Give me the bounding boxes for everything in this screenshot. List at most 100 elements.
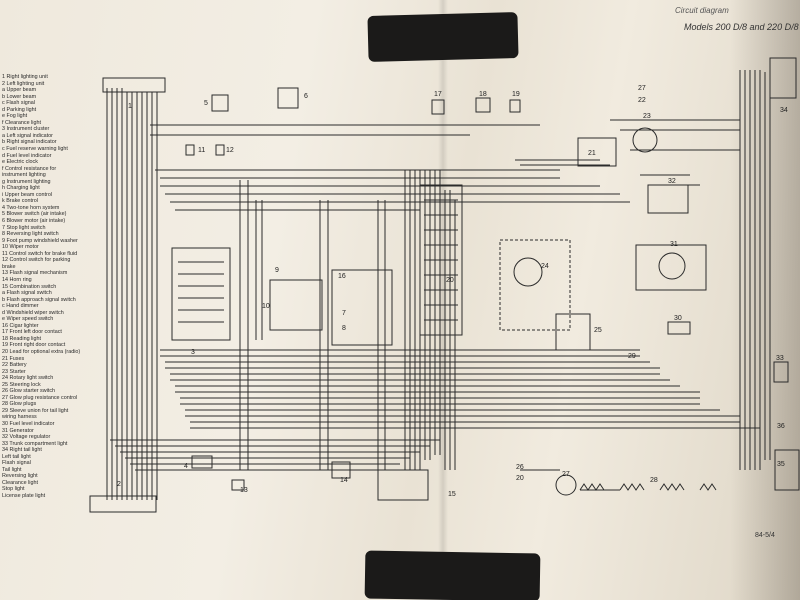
label-c34: 34 xyxy=(780,107,788,114)
label-c30: 30 xyxy=(674,315,682,322)
top-right-leads xyxy=(610,119,740,186)
legend-entry: 22 Battery xyxy=(2,362,27,369)
label-c28: 28 xyxy=(650,477,658,484)
label-c5: 5 xyxy=(204,100,208,107)
label-c6: 6 xyxy=(304,93,308,100)
legend-entry: 25 Steering lock xyxy=(2,381,41,388)
combination-switch-box xyxy=(377,469,429,501)
label-c12: 12 xyxy=(226,147,234,154)
legend-entry: b Flash approach signal switch xyxy=(2,296,76,303)
lower-trunk xyxy=(160,349,760,429)
legend-entry: 11 Control switch for brake fluid xyxy=(2,250,78,257)
glow-leads xyxy=(520,469,620,491)
legend-entry: 30 Fuel level indicator xyxy=(2,420,55,427)
drawing-code: 84-5/4 xyxy=(755,532,775,539)
models-caption: Models 200 D/8 and 220 D/8 xyxy=(684,22,799,32)
label-c25: 25 xyxy=(594,327,602,334)
legend-entry: 5 Blower switch (air intake) xyxy=(2,211,67,218)
legend-entry: e Fog light xyxy=(2,113,28,120)
legend-entry: 33 Trunk compartment light xyxy=(2,440,68,447)
legend-entry: 29 Sleeve union for tail light xyxy=(2,407,69,414)
label-c23: 23 xyxy=(643,113,651,120)
label-c9: 9 xyxy=(275,267,279,274)
instrument-cluster-box xyxy=(171,247,231,341)
label-c8: 8 xyxy=(342,325,346,332)
label-c27-lower: 27 xyxy=(562,471,570,478)
rotary-switch-circle xyxy=(513,257,543,287)
fuel-level-indicator xyxy=(667,321,691,335)
parking-brake-switch xyxy=(215,144,225,156)
label-c32: 32 xyxy=(668,178,676,185)
legend-entry: Stop light xyxy=(2,486,25,493)
bottom-switch-a xyxy=(331,461,351,479)
generator-box xyxy=(635,244,707,291)
label-c22: 22 xyxy=(638,97,646,104)
paper-fold-crease xyxy=(438,0,448,600)
legend-entry: b Lower beam xyxy=(2,93,37,100)
legend-entry: e Wiper speed switch xyxy=(2,316,54,323)
wiper-motor-box xyxy=(269,279,323,331)
mid-verticals xyxy=(239,180,386,470)
legend-entry: 14 Horn ring xyxy=(2,276,32,283)
diagram-title: Circuit diagram xyxy=(675,6,729,15)
label-c4: 4 xyxy=(184,463,188,470)
legend-entry: 17 Front left door contact xyxy=(2,329,62,336)
label-c16: 16 xyxy=(338,273,346,280)
legend-entry: 20 Lead for optional extra (radio) xyxy=(2,348,81,355)
label-c33: 33 xyxy=(776,355,784,362)
fuse-leads xyxy=(515,159,610,166)
generator-circle xyxy=(658,252,686,280)
legend-entry: License plate light xyxy=(2,493,46,499)
legend-entry: wiring harness xyxy=(2,414,37,421)
legend-entry: 26 Glow starter switch xyxy=(2,388,56,395)
legend-entry: 32 Voltage regulator xyxy=(2,434,51,441)
glow-resistance-circle xyxy=(555,474,577,496)
right-lighting-unit-connector xyxy=(102,77,166,93)
blower-motor-box xyxy=(277,87,299,109)
fuse-block-rows xyxy=(424,199,458,321)
legend-entry: 19 Front right door contact xyxy=(2,342,66,349)
legend-entry: 31 Generator xyxy=(2,427,34,434)
legend-entry: d Parking light xyxy=(2,106,37,113)
label-c36: 36 xyxy=(777,423,785,430)
legend-entry: 28 Glow plugs xyxy=(2,401,37,408)
label-c20: 20 xyxy=(446,277,454,284)
legend-entry: c Flash signal xyxy=(2,100,35,107)
legend-entry: 8 Reversing light switch xyxy=(2,231,59,238)
legend-entry: h Charging light xyxy=(2,185,40,192)
right-tail-light-connector xyxy=(769,57,797,99)
legend-entry: f Control resistance for xyxy=(2,165,57,172)
label-c14: 14 xyxy=(340,477,348,484)
legend-entry: a Flash signal switch xyxy=(2,290,52,297)
legend-entry: c Hand dimmer xyxy=(2,303,39,310)
label-c7: 7 xyxy=(342,310,346,317)
glow-plugs-zigzag xyxy=(579,483,717,491)
switch-box xyxy=(331,269,393,346)
label-c15: 15 xyxy=(448,491,456,498)
legend-entry: b Right signal indicator xyxy=(2,139,57,146)
steering-lock-box xyxy=(555,313,591,351)
legend-entry: 15 Combination switch xyxy=(2,283,57,290)
legend-entry: k Brake control xyxy=(2,198,38,205)
legend-entry: g Instrument lighting xyxy=(2,178,51,185)
legend-entry: e Electric clock xyxy=(2,159,38,166)
label-c26: 26 xyxy=(516,464,524,471)
legend-entry: 1 Right lighting unit xyxy=(2,74,48,80)
legend-entry: instrument lighting xyxy=(2,172,46,179)
legend-entry: 21 Fuses xyxy=(2,355,25,362)
legend-entry: a Upper beam xyxy=(2,87,37,94)
reading-light xyxy=(475,97,491,113)
instrument-cluster-rows xyxy=(178,261,224,323)
legend-entry: 24 Rotary light switch xyxy=(2,375,54,382)
legend-entry: 23 Starter xyxy=(2,368,26,375)
legend-entry: f Clearance light xyxy=(2,119,41,126)
legend-entry: d Windshield wiper switch xyxy=(2,309,64,316)
label-c18: 18 xyxy=(479,91,487,98)
legend-entry: Left tail light xyxy=(2,453,31,460)
left-harness xyxy=(106,88,158,500)
component-labels: 1 2 3 4 5 6 7 8 9 10 11 12 13 14 15 16 1… xyxy=(117,85,788,498)
label-c29: 29 xyxy=(628,353,636,360)
legend-entry: 2 Left lighting unit xyxy=(2,80,45,87)
legend-entry: 3 Instrument cluster xyxy=(2,126,50,133)
